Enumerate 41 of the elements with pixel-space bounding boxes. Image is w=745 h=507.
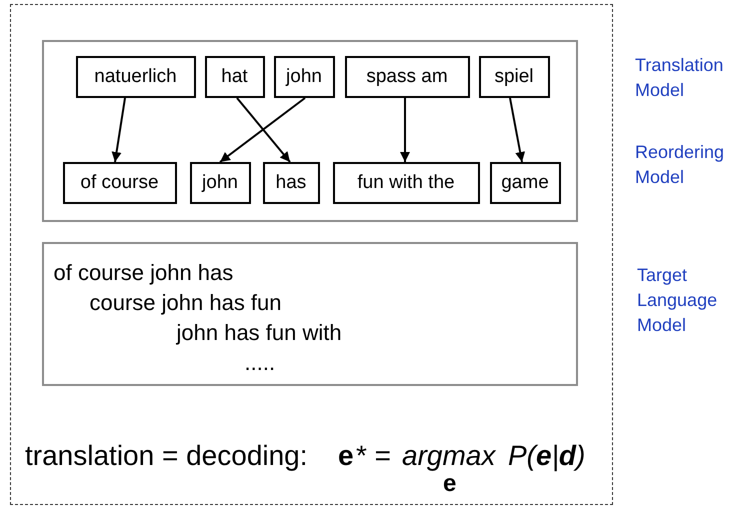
arrow <box>509 98 526 162</box>
word-box <box>262 162 320 204</box>
arrow <box>112 98 126 162</box>
word-box <box>478 56 550 98</box>
panel-box <box>42 242 578 386</box>
word-text: spass am <box>366 66 448 88</box>
word-box <box>190 162 250 204</box>
word-text: natuerlich <box>94 66 177 88</box>
side-label: Target Language Model <box>637 264 718 338</box>
formula-text: P(e|d) <box>508 440 586 472</box>
panel-box <box>42 40 578 222</box>
word-text: has <box>276 172 306 194</box>
word-box <box>62 162 176 204</box>
text-line: of course john has <box>54 260 234 286</box>
text-line: course john has fun <box>90 290 282 316</box>
word-text: game <box>501 172 549 194</box>
word-box <box>204 56 264 98</box>
arrow <box>400 98 410 162</box>
dashed-frame <box>10 4 613 505</box>
arrow <box>236 97 291 163</box>
formula-symbol: * = <box>356 440 392 472</box>
word-text: of course <box>80 172 159 194</box>
word-box <box>332 162 480 204</box>
word-text: spiel <box>494 66 534 88</box>
side-label: Translation Model <box>635 54 724 102</box>
word-text: john <box>202 172 238 194</box>
formula-text: translation = decoding: <box>25 440 308 472</box>
side-label: Reordering Model <box>635 141 726 190</box>
formula-text: argmax <box>402 440 496 472</box>
word-box <box>344 56 470 98</box>
word-box <box>490 162 560 204</box>
arrow <box>219 97 306 163</box>
text-line: john has fun with <box>176 320 342 346</box>
formula-symbol: e <box>338 440 354 472</box>
word-box <box>274 56 334 98</box>
word-text: hat <box>221 66 248 88</box>
word-text: fun with the <box>357 172 455 194</box>
word-text: john <box>286 66 322 88</box>
word-box <box>76 56 196 98</box>
text-line: ..... <box>244 350 276 376</box>
formula-subscript: e <box>443 470 456 498</box>
